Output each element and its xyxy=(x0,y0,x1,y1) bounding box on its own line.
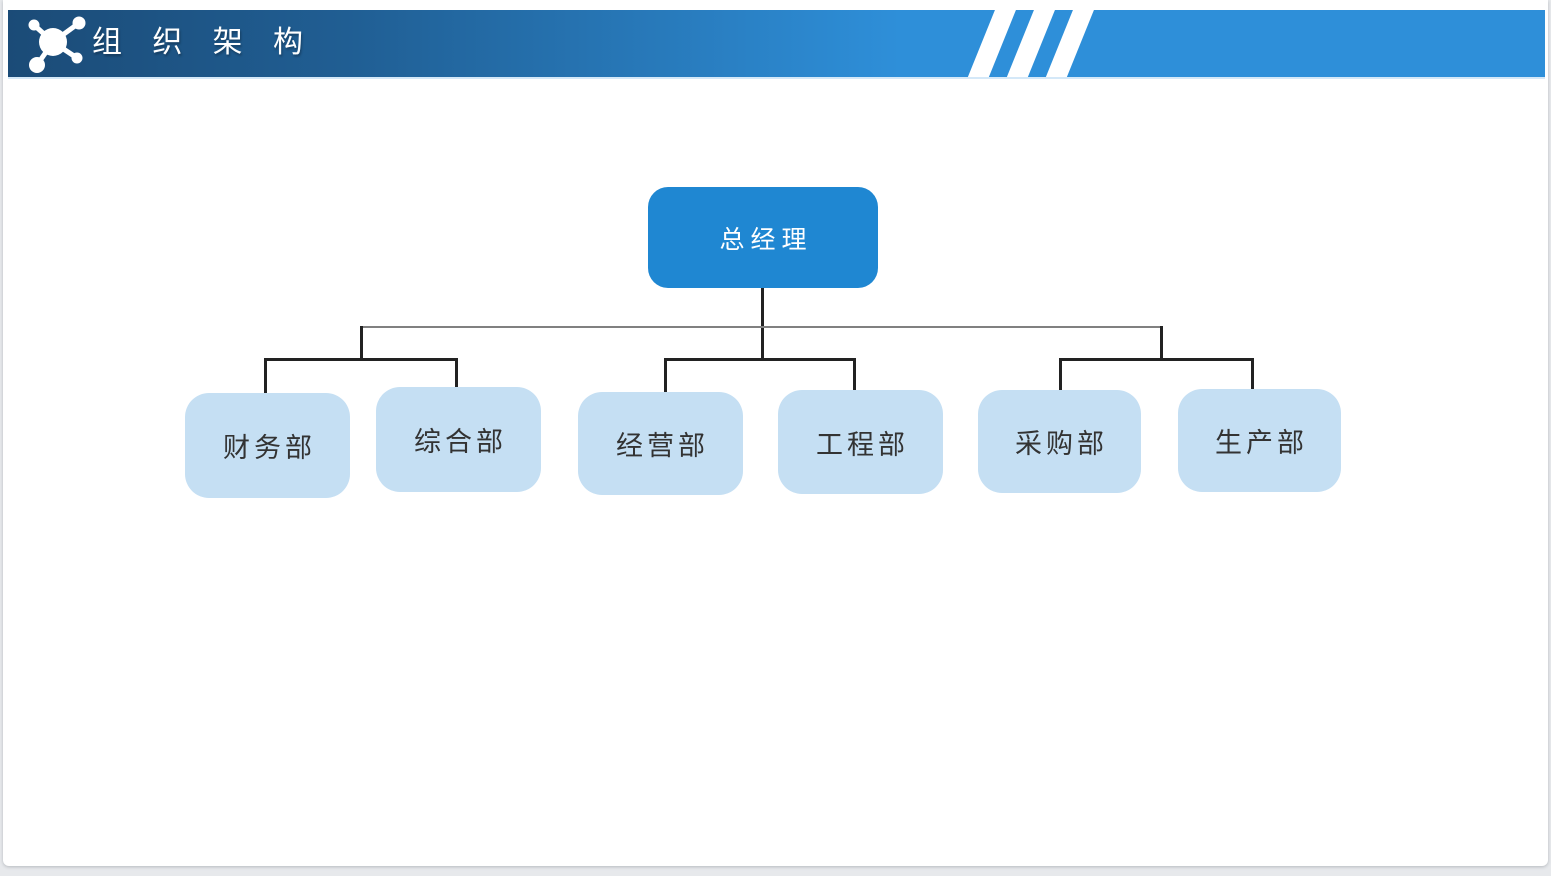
connector-root-stem xyxy=(761,288,764,360)
connector-bracket-1-drop-a xyxy=(264,358,267,395)
org-node-label: 采购部 xyxy=(1015,429,1108,459)
slide-title: 组 织 架 构 xyxy=(92,26,315,59)
connector-bracket-2 xyxy=(664,358,856,361)
org-node-production[interactable]: 生产部 xyxy=(1178,389,1341,492)
org-network-icon xyxy=(28,16,86,73)
org-node-label: 工程部 xyxy=(816,429,909,460)
org-node-procurement[interactable]: 采购部 xyxy=(978,390,1141,493)
org-node-root[interactable]: 总经理 xyxy=(648,187,878,288)
org-node-label: 综合部 xyxy=(414,427,507,457)
connector-bracket-3 xyxy=(1059,358,1254,361)
org-node-finance[interactable]: 财务部 xyxy=(185,393,350,498)
connector-bracket-2-drop-a xyxy=(664,358,667,394)
connector-bracket-2-drop-b xyxy=(853,358,856,392)
org-node-general-affairs[interactable]: 综合部 xyxy=(376,387,541,492)
org-node-label: 生产部 xyxy=(1215,428,1308,458)
org-node-label: 总经理 xyxy=(719,225,813,254)
org-node-engineering[interactable]: 工程部 xyxy=(778,390,943,494)
connector-bracket-1-drop-b xyxy=(455,358,458,389)
org-node-operations[interactable]: 经营部 xyxy=(578,392,743,495)
org-node-label: 经营部 xyxy=(616,431,709,461)
slide: 组 织 架 构 总经理 财务部 xyxy=(3,0,1548,866)
connector-left-drop xyxy=(360,326,363,360)
connector-top-rail xyxy=(362,326,1163,328)
connector-bracket-3-drop-b xyxy=(1251,358,1254,391)
slide-header: 组 织 架 构 xyxy=(8,10,1545,77)
connector-bracket-1 xyxy=(264,358,458,361)
connector-right-drop xyxy=(1160,326,1163,360)
org-node-label: 财务部 xyxy=(223,433,316,463)
connector-bracket-3-drop-a xyxy=(1059,358,1062,392)
